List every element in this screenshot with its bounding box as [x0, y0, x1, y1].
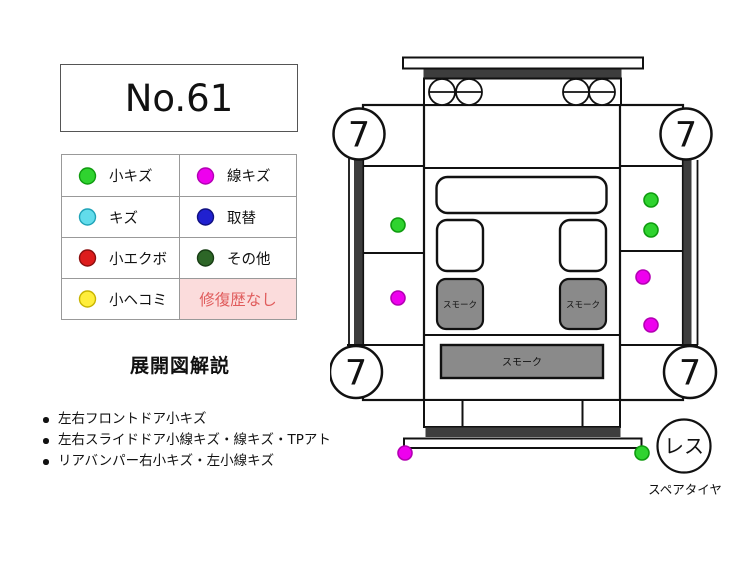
small-dent-dot-icon [78, 290, 97, 308]
spare-tire-less-circle: レス [656, 418, 712, 474]
legend-item-replace: 取替 [179, 196, 296, 237]
damage-legend-table: 小キズ 線キズ キズ 取替 小エクボ その他 小ヘコミ 修復歴なし [61, 154, 297, 320]
rear-garnish-trim [425, 427, 621, 437]
tire-score-value: 7 [679, 354, 701, 394]
note-item: 左右スライドドア小線キズ・線キズ・TPアト [43, 430, 331, 451]
rear-window: スモーク [439, 343, 605, 380]
damage-dot-slide-door-right [643, 317, 659, 333]
tire-score-value: 7 [675, 116, 697, 156]
tire-score-rear-right: 7 [662, 344, 718, 400]
headlight-right-icon [562, 78, 616, 106]
tire-score-front-left: 7 [332, 107, 386, 161]
rear-panel [423, 399, 621, 428]
legend-item-small-dimple: 小エクボ [62, 237, 179, 278]
scratch-dot-icon [78, 208, 97, 226]
legend-label: その他 [227, 251, 271, 268]
smoke-label: スモーク [502, 357, 542, 369]
front-bumper [402, 56, 644, 70]
damage-dot-front-door-left [390, 217, 406, 233]
other-dot-icon [196, 249, 215, 267]
replace-dot-icon [196, 208, 215, 226]
explanation-title: 展開図解説 [129, 355, 230, 377]
damage-dot-rear-bumper-right [634, 445, 650, 461]
damage-dot-slide-door-right [635, 269, 651, 285]
legend-label: 取替 [227, 210, 256, 227]
tire-score-value: 7 [345, 354, 367, 394]
smoke-label: スモーク [443, 301, 477, 311]
tire-score-rear-left: 7 [330, 344, 384, 400]
legend-label: 小エクボ [109, 251, 167, 268]
slide-door-window-left: スモーク [435, 277, 485, 331]
legend-item-small-dent: 小ヘコミ [62, 278, 179, 319]
legend-item-line-scratch: 線キズ [179, 155, 296, 196]
line-scratch-dot-icon [196, 166, 215, 185]
tire-score-value: 7 [348, 116, 370, 156]
legend-label: 小ヘコミ [109, 292, 167, 309]
front-door-window-right [558, 218, 608, 273]
legend-label: キズ [109, 210, 138, 227]
legend-label: 線キズ [227, 169, 271, 185]
small-scratch-dot-icon [78, 166, 97, 185]
legend-item-small-scratch: 小キズ [62, 155, 179, 196]
legend-item-scratch: キズ [62, 196, 179, 237]
spare-tire-less-label: レス [664, 434, 704, 458]
spare-tire-caption: スペアタイヤ [648, 482, 722, 497]
rear-bumper [403, 437, 643, 449]
front-door-window-left [435, 218, 485, 273]
no-repair-history-badge: 修復歴なし [179, 278, 296, 319]
sheet-number: No.61 [124, 76, 234, 120]
damage-dot-front-door-right [643, 192, 659, 208]
right-rocker-panel [683, 158, 692, 345]
small-dimple-dot-icon [78, 249, 97, 267]
tire-score-front-right: 7 [659, 107, 713, 161]
note-item: リアバンパー右小キズ・左小線キズ [43, 451, 331, 472]
legend-item-other: その他 [179, 237, 296, 278]
legend-label: 小キズ [109, 169, 153, 185]
headlight-left-icon [428, 78, 483, 106]
slide-door-window-right: スモーク [558, 277, 608, 331]
damage-dot-rear-bumper-left [397, 445, 413, 461]
smoke-label: スモーク [566, 301, 600, 311]
damage-dot-front-door-right [643, 222, 659, 238]
damage-dot-slide-door-left [390, 290, 406, 306]
explanation-notes: 左右フロントドア小キズ 左右スライドドア小線キズ・線キズ・TPアト リアバンパー… [43, 409, 331, 472]
front-grille-trim [423, 69, 622, 79]
sheet-number-box: No.61 [60, 64, 298, 132]
windshield [435, 175, 608, 215]
car-expanded-diagram: スモーク スモーク スモーク 7 7 7 7 レス スペアタイヤ [330, 56, 722, 497]
note-item: 左右フロントドア小キズ [43, 409, 331, 430]
left-rocker-panel [354, 158, 363, 345]
